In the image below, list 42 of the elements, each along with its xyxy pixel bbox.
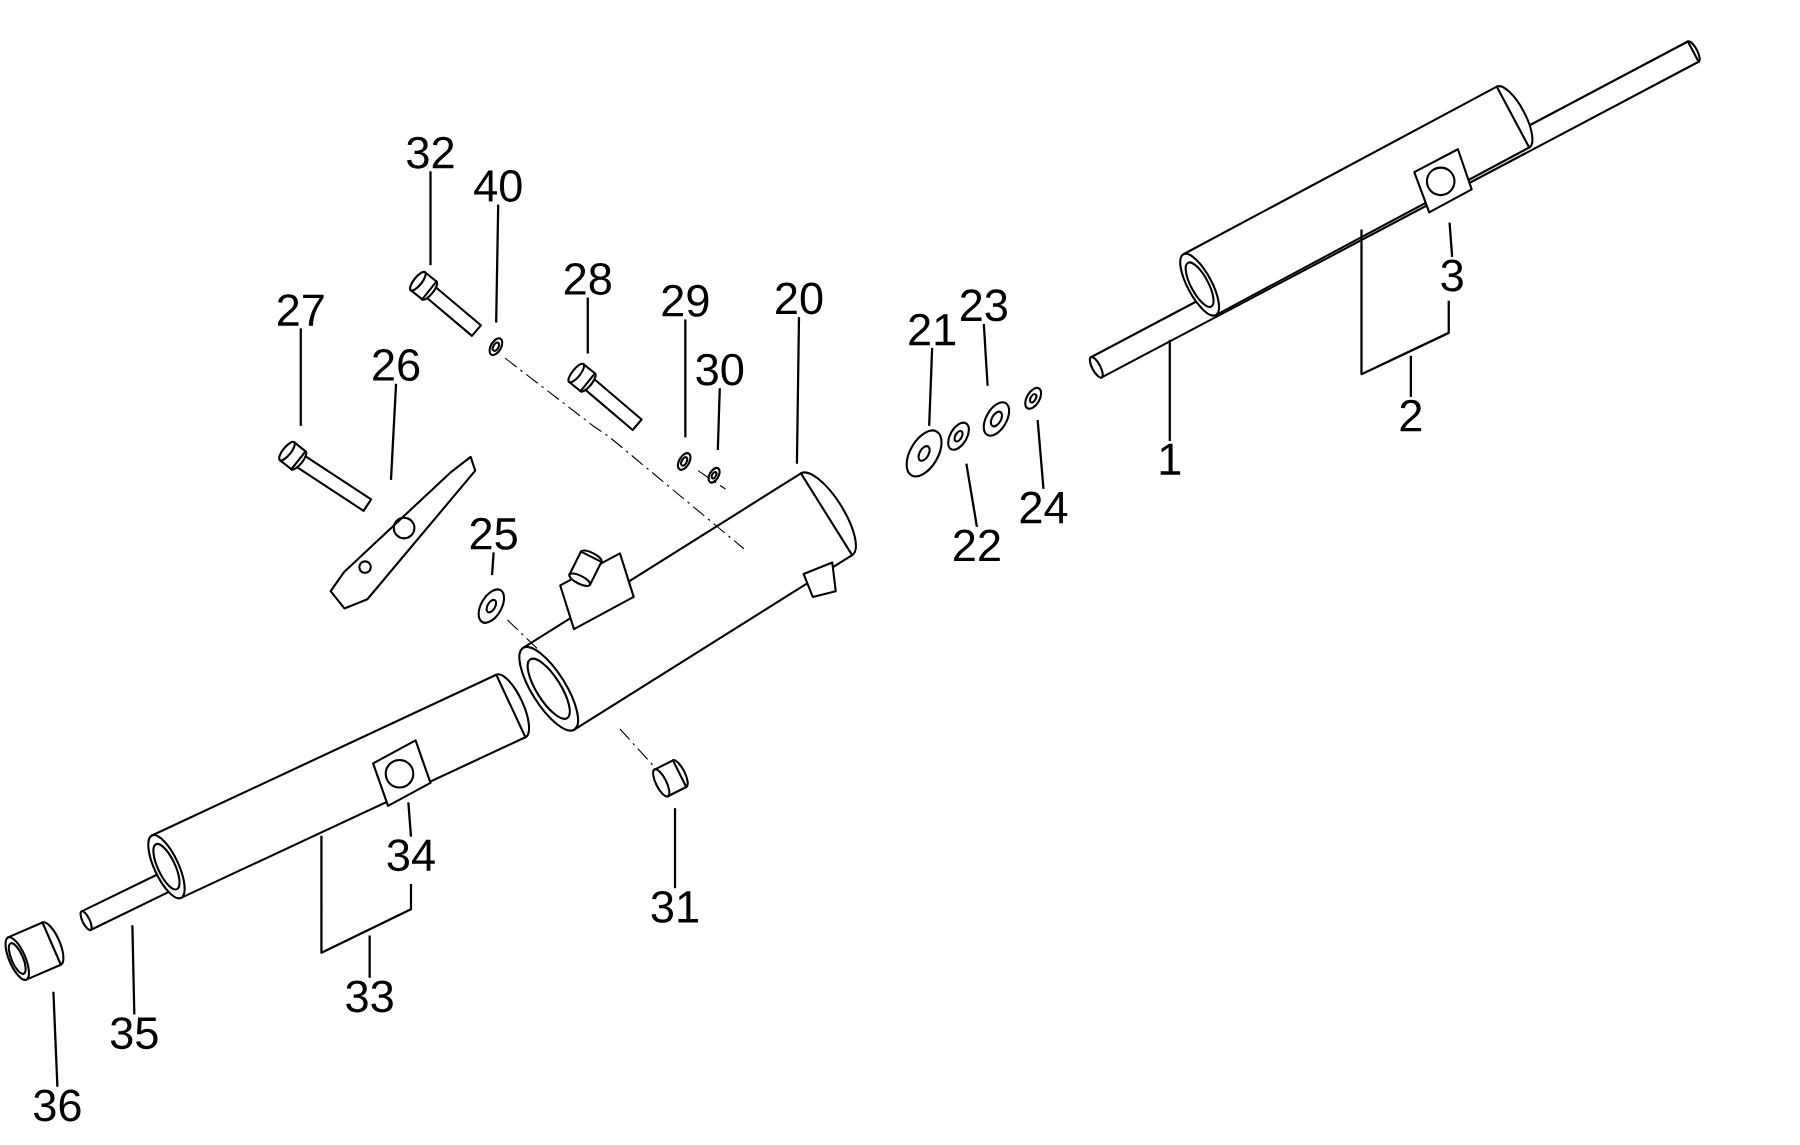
leader-line: [1036, 420, 1045, 490]
leader-line: [429, 171, 432, 266]
callout-number: 2: [1400, 400, 1422, 432]
leader-line: [586, 297, 589, 354]
leader-line: [52, 992, 59, 1088]
callout-number: 28: [564, 263, 611, 296]
leader-line: [131, 925, 136, 1015]
callout-number: 29: [662, 285, 709, 317]
leader-line: [389, 383, 398, 481]
callout-number: 36: [34, 1089, 81, 1122]
callout-number: 30: [696, 353, 744, 386]
leader-line: [1360, 228, 1450, 399]
leader-line: [320, 834, 413, 980]
callout-number: 24: [1020, 491, 1068, 524]
leader-line: [490, 552, 495, 576]
callout-number: 21: [909, 313, 956, 346]
leader-line: [1168, 340, 1171, 442]
leader-line: [795, 317, 801, 465]
leader-line: [684, 319, 687, 438]
leader-line: [495, 204, 500, 323]
callout-number: 25: [470, 518, 517, 550]
leader-line: [673, 808, 677, 889]
leader-line: [407, 802, 413, 837]
leader-line: [928, 348, 934, 427]
callout-number: 40: [474, 170, 522, 203]
callout-number: 32: [407, 136, 454, 169]
callout-number: 33: [346, 980, 393, 1013]
callout-number: 3: [1441, 259, 1463, 292]
callout-number: 35: [110, 1017, 158, 1050]
leader-line: [982, 324, 989, 386]
leader-line: [716, 388, 721, 451]
callout-number: 1: [1160, 443, 1181, 475]
callout-number: 23: [960, 289, 1007, 322]
callout-number: 31: [651, 891, 698, 924]
callout-number: 26: [373, 349, 420, 382]
callout-number: 20: [776, 282, 823, 315]
callout-number: 34: [387, 839, 435, 872]
callout-number: 22: [954, 529, 1000, 562]
leader-line: [965, 463, 979, 528]
leader-line: [1448, 222, 1454, 258]
leader-line: [299, 328, 302, 427]
callout-number: 27: [277, 294, 324, 326]
